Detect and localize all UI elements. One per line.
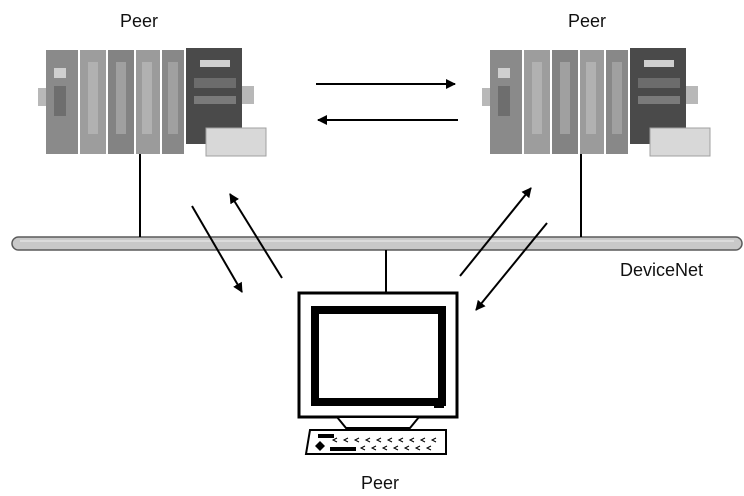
- computer-terminal-icon: [297, 291, 459, 455]
- peer-label-bottom: Peer: [361, 473, 400, 493]
- arrow-right-peer-to-computer: [475, 222, 548, 311]
- plc-controller-icon: [38, 48, 267, 157]
- peer-label-top-right: Peer: [568, 11, 607, 31]
- arrow-left-peer-to-computer: [191, 205, 243, 293]
- devicenet-bus: [11, 236, 743, 251]
- peer-label-top-left: Peer: [120, 11, 159, 31]
- arrow-computer-to-left-peer: [229, 193, 283, 279]
- arrow-computer-to-right-peer: [459, 187, 532, 277]
- plc-controller-icon: [482, 48, 711, 157]
- devicenet-label: DeviceNet: [620, 260, 704, 280]
